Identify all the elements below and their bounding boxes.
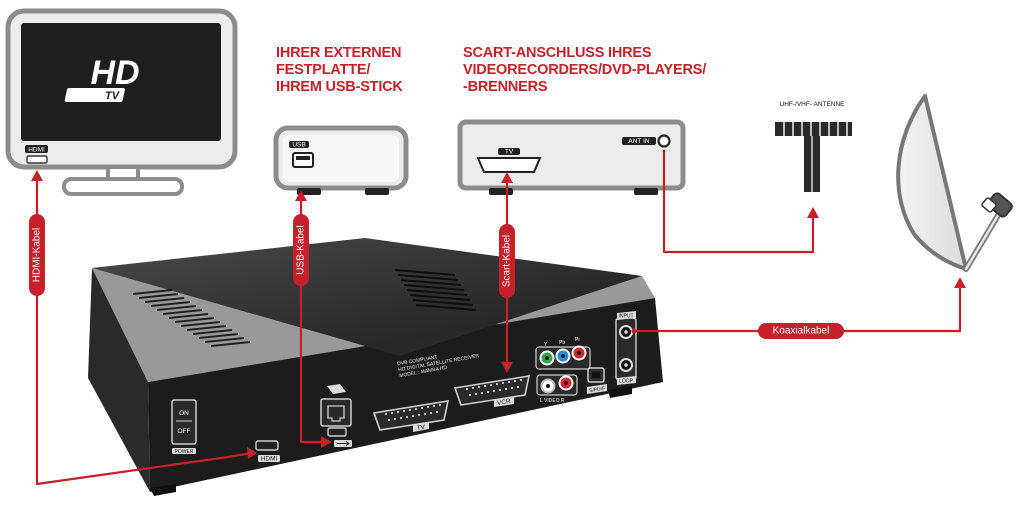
hd-tv-logo: HD TV	[64, 54, 140, 102]
input-label: INPUT	[619, 314, 634, 320]
usb-device-foot	[297, 188, 321, 195]
usb-heading-line: IHREM USB-STICK	[276, 79, 403, 95]
receiver-hdmi-port[interactable]	[255, 440, 279, 451]
network-icon	[327, 384, 346, 394]
usb-cable-label: USB-Kabel	[293, 214, 309, 286]
ant-in-label: ANT IN	[628, 138, 649, 145]
arrow-up-icon	[954, 277, 966, 288]
usb-device-heading: IHRER EXTERNEN FESTPLATTE/ IHREM USB-STI…	[276, 45, 403, 96]
yuv-label-pr: Pr	[575, 337, 580, 343]
audio-video-label: L VIDEO R	[540, 398, 565, 404]
device-foot	[489, 188, 513, 195]
antenna-crossbar	[775, 122, 852, 136]
uhf-vhf-antenna: UHF-/VHF- ANTENNE	[775, 101, 852, 192]
tv-hdmi-port[interactable]	[26, 155, 48, 164]
device-scart-label-box	[498, 148, 520, 155]
usb-heading-line: IHRER EXTERNEN	[276, 45, 402, 61]
hdmi-cable-label: HDMI-Kabel	[29, 214, 45, 296]
switch-on-label: ON	[179, 410, 189, 417]
scart-tv-label: TV	[416, 424, 426, 432]
dish-reflector	[896, 94, 968, 271]
scart-heading-line: -BRENNERS	[463, 79, 548, 95]
ant-in-label-box	[622, 137, 656, 145]
device-scart-label: TV	[505, 149, 514, 156]
yuv-label-y: Y	[544, 342, 548, 348]
tv: HD TV HDMI	[5, 8, 238, 196]
tv-hdmi-label-box	[25, 145, 48, 153]
receiver-scart-vcr-port[interactable]	[453, 375, 531, 406]
scart-vcr-label-box	[494, 397, 514, 407]
switch-off-label: OFF	[178, 428, 191, 435]
usb-device: USB	[273, 125, 409, 195]
tv-screen	[21, 23, 221, 141]
device-foot	[634, 188, 658, 195]
usb-device-foot	[365, 188, 389, 195]
loop-label-box	[617, 376, 636, 385]
coax-cable-text: Koaxialkabel	[773, 326, 830, 337]
scart-heading-line: SCART-ANSCHLUSS IHRES	[463, 45, 652, 61]
spdif-label: S/PDIF	[589, 386, 606, 394]
cable-arrows	[31, 170, 966, 459]
arrow-up-icon	[807, 207, 819, 218]
hd-logo-text: HD	[90, 54, 139, 92]
scart-tv-label-box	[413, 422, 429, 432]
arrow-up-icon	[501, 172, 513, 183]
tv-stand	[62, 177, 184, 196]
power-label: POWER	[175, 449, 194, 455]
tv-logo-text: TV	[105, 90, 121, 102]
usb-label: USB	[292, 142, 305, 149]
usb-label-box	[289, 141, 309, 148]
arrow-up-icon	[295, 190, 307, 201]
power-label-box	[172, 448, 196, 454]
component-video-ports[interactable]	[535, 345, 591, 370]
receiver-scart-tv-port[interactable]	[372, 400, 450, 431]
antenna-label: UHF-/VHF- ANTENNE	[780, 101, 846, 108]
scart-device-heading: SCART-ANSCHLUSS IHRES VIDEORECORDERS/DVD…	[463, 45, 706, 96]
receiver-left-side	[88, 268, 150, 492]
receiver-foot	[150, 484, 176, 496]
arrow-up-icon	[31, 170, 43, 181]
coax-cable-label: Koaxialkabel	[758, 323, 844, 339]
usb-cable-text: USB-Kabel	[296, 225, 307, 274]
coax-connector-dot	[631, 328, 637, 334]
dvd-recorder-device: TV ANT IN	[457, 119, 686, 195]
satellite-receiver: ON OFF POWER HDMI DVB COMPLIANT HD DIGIT…	[88, 238, 663, 496]
hdmi-cable-text: HDMI-Kabel	[32, 228, 43, 282]
ant-in-port[interactable]	[657, 134, 671, 148]
input-label-box	[617, 311, 636, 320]
receiver-hdmi-label-box	[258, 455, 280, 462]
arrow-right-icon	[247, 447, 257, 459]
receiver-usb-port[interactable]	[327, 427, 347, 437]
ethernet-port[interactable]	[320, 398, 352, 427]
hdmi-cable	[35, 176, 253, 486]
arrow-down-icon	[501, 362, 513, 373]
usb-heading-line: FESTPLATTE/	[276, 62, 371, 78]
satellite-dish	[896, 94, 1013, 272]
yuv-label-pb: Pb	[559, 340, 565, 346]
scart-vcr-label: VCR	[497, 398, 512, 407]
scart-cable-text: Scart-Kabel	[502, 235, 513, 287]
receiver-hdmi-label: HDMI	[261, 456, 278, 463]
audio-video-ports[interactable]	[536, 374, 578, 396]
arrow-right-icon	[321, 436, 332, 448]
receiver-foot	[608, 386, 632, 398]
scart-cable-label: Scart-Kabel	[499, 224, 515, 298]
antenna-cable	[662, 150, 815, 254]
tv-hdmi-label: HDMI	[28, 147, 45, 154]
scart-heading-line: VIDEORECORDERS/DVD-PLAYERS/	[463, 62, 707, 78]
power-switch[interactable]: ON OFF	[171, 399, 197, 445]
spdif-label-box	[587, 384, 607, 394]
device-scart-port[interactable]	[476, 157, 542, 173]
lnb-icon	[987, 192, 1013, 218]
coax-cable	[634, 284, 962, 333]
loop-label: LOOP	[619, 379, 634, 385]
